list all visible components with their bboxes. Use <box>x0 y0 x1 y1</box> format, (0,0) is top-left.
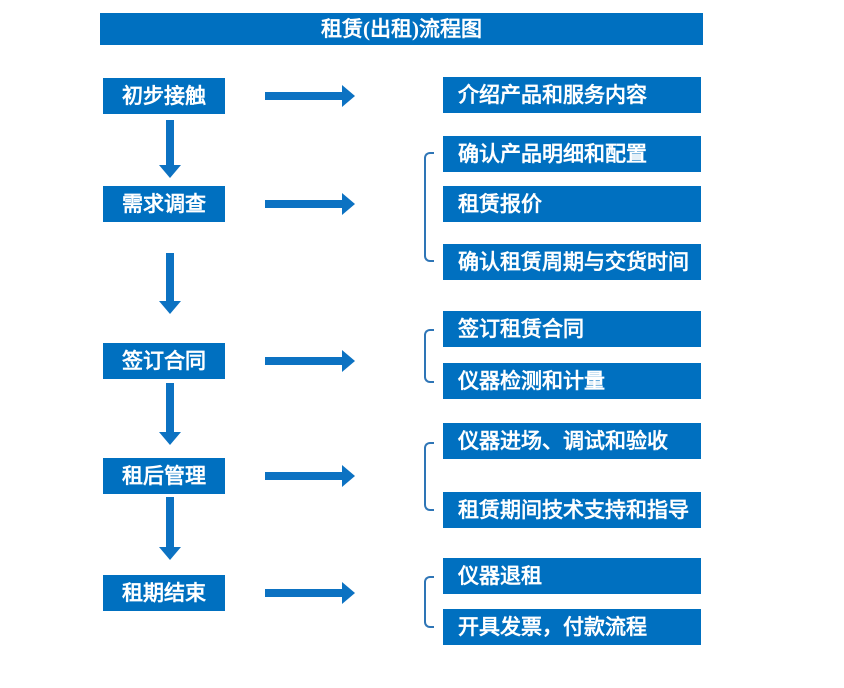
arrow-head <box>342 582 355 604</box>
arrow-shaft <box>265 589 342 597</box>
arrow-shaft <box>265 357 342 365</box>
arrow-shaft <box>166 383 174 432</box>
arrow-head <box>342 465 355 487</box>
detail-box: 租赁期间技术支持和指导 <box>443 492 701 528</box>
step-sign-contract: 签订合同 <box>103 343 225 379</box>
detail-box: 介绍产品和服务内容 <box>443 77 701 113</box>
arrow-shaft <box>166 253 174 301</box>
detail-box: 确认租赁周期与交货时间 <box>443 244 701 280</box>
arrow-shaft <box>265 92 342 100</box>
arrow-right-icon <box>265 193 355 215</box>
detail-box: 开具发票，付款流程 <box>443 609 701 645</box>
detail-box: 仪器检测和计量 <box>443 363 701 399</box>
arrow-head <box>159 432 181 445</box>
arrow-shaft <box>265 200 342 208</box>
arrow-shaft <box>265 472 342 480</box>
step-initial-contact: 初步接触 <box>103 78 225 114</box>
arrow-down-icon <box>159 253 181 314</box>
arrow-shaft <box>166 120 174 165</box>
arrow-right-icon <box>265 350 355 372</box>
diagram-title: 租赁(出租)流程图 <box>100 13 703 45</box>
step-demand-survey: 需求调查 <box>103 186 225 222</box>
group-bracket <box>424 152 434 262</box>
detail-box: 仪器退租 <box>443 558 701 594</box>
detail-box: 签订租赁合同 <box>443 311 701 347</box>
group-bracket <box>424 576 434 628</box>
arrow-head <box>342 85 355 107</box>
arrow-shaft <box>166 497 174 547</box>
arrow-head <box>342 193 355 215</box>
arrow-right-icon <box>265 465 355 487</box>
arrow-down-icon <box>159 497 181 560</box>
group-bracket <box>424 329 434 383</box>
arrow-head <box>159 165 181 178</box>
arrow-down-icon <box>159 120 181 178</box>
step-post-rental-management: 租后管理 <box>103 458 225 494</box>
step-lease-end: 租期结束 <box>103 575 225 611</box>
arrow-head <box>342 350 355 372</box>
arrow-head <box>159 547 181 560</box>
arrow-head <box>159 301 181 314</box>
arrow-right-icon <box>265 582 355 604</box>
arrow-down-icon <box>159 383 181 445</box>
detail-box: 租赁报价 <box>443 186 701 222</box>
detail-box: 仪器进场、调试和验收 <box>443 423 701 459</box>
group-bracket <box>424 442 434 511</box>
detail-box: 确认产品明细和配置 <box>443 136 701 172</box>
arrow-right-icon <box>265 85 355 107</box>
